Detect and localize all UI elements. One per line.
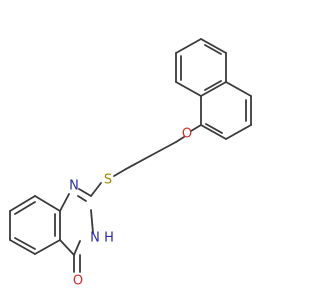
atom-labels: O S N N H O <box>69 127 192 289</box>
ring-nitrogen-label: N <box>69 179 79 194</box>
bond <box>78 188 92 197</box>
bond <box>175 38 202 54</box>
bond <box>125 155 151 170</box>
molecule-canvas: O S N N H O <box>9 38 252 289</box>
bond <box>77 195 87 202</box>
bond <box>14 237 36 250</box>
nh-hydrogen-label: H <box>104 231 114 246</box>
carbonyl-oxygen-label: O <box>73 274 83 289</box>
bond <box>34 195 61 212</box>
sulfur-label: S <box>104 173 112 188</box>
bond <box>190 124 202 132</box>
bond <box>200 124 227 140</box>
bond <box>113 168 127 177</box>
bond <box>9 195 36 212</box>
bond <box>59 193 70 212</box>
bond-lines <box>9 38 252 273</box>
bond <box>9 239 36 255</box>
bond <box>34 239 61 255</box>
bond <box>73 240 81 256</box>
ether-oxygen-label: O <box>182 127 192 142</box>
bond <box>14 201 36 215</box>
bond <box>59 239 75 256</box>
bond <box>225 81 252 97</box>
bond <box>200 38 227 54</box>
bond <box>225 124 252 140</box>
molecule-structure: O S N N H O <box>9 38 252 289</box>
bond <box>175 81 202 97</box>
bond <box>204 44 222 55</box>
bond <box>200 81 227 97</box>
bond <box>90 182 102 197</box>
bond <box>175 136 185 143</box>
bond <box>204 80 222 91</box>
bond <box>205 123 223 134</box>
nh-nitrogen-label: N <box>90 231 100 246</box>
bond <box>149 141 177 157</box>
bond <box>90 209 94 234</box>
